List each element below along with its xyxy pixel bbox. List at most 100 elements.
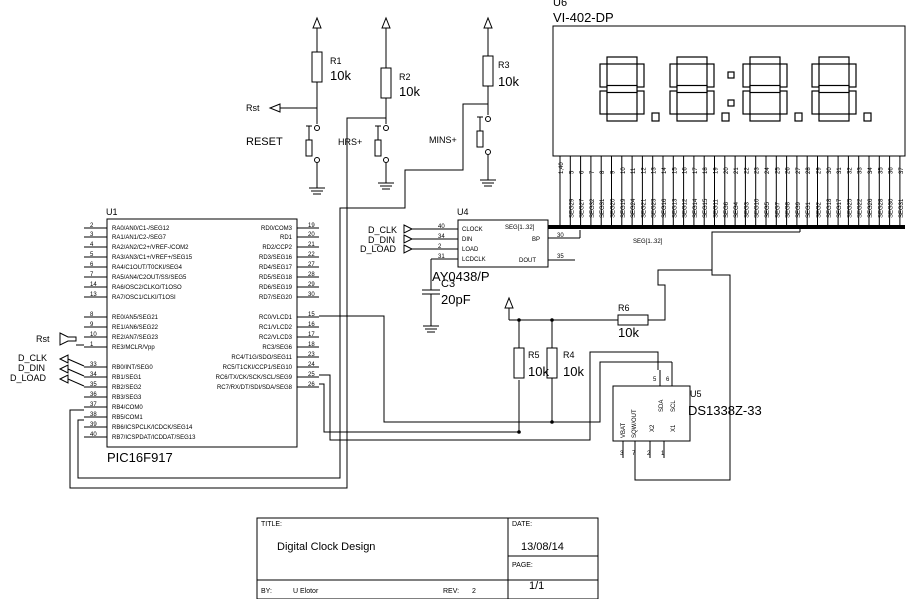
u4-part: AY0438/P	[432, 269, 490, 284]
r6-body	[617, 314, 649, 326]
u1-pin-name: RD3/SEG16	[259, 255, 293, 261]
c3-value: 20pF	[441, 292, 471, 307]
display-pin-num: 31	[837, 167, 843, 174]
u1-pin-name: RE2/AN7/SEG23	[112, 335, 159, 341]
display-seg-label: SEG12	[683, 198, 689, 218]
u1-pin-num: 1	[90, 342, 94, 348]
u5-pin-num: 2	[647, 451, 651, 457]
decimal-point	[721, 112, 730, 122]
colon-dot	[727, 71, 735, 79]
display-seg-label: SEG11	[714, 198, 720, 218]
reset-label: RESET	[246, 136, 283, 148]
u1-pin-name: RD7/SEG20	[259, 295, 293, 301]
u1-pin-name: RC2/VLCD3	[259, 335, 293, 341]
r5-body	[513, 347, 525, 379]
u1-pin-num: 23	[308, 352, 315, 358]
u1-pin-name: RD2/CCP2	[262, 245, 292, 251]
u1-pin-name: RB3/SEG3	[112, 395, 142, 401]
dclk-out-arrow	[58, 354, 69, 364]
display-seg-label: SEG4	[734, 201, 740, 218]
u5-pin-name: SCL	[671, 400, 677, 412]
u1-pin-num: 22	[308, 252, 315, 258]
u4-pin-name: CLOCK	[462, 227, 483, 233]
display-seg-label: SEG3	[744, 201, 750, 218]
mins-circuit: R3 10k MINS+	[77, 16, 519, 479]
r4-ref: R4	[563, 350, 575, 360]
u1-pin-num: 8	[90, 312, 94, 318]
u1-pin-name: RC7/RX/DT/SDI/SDA/SEG8	[217, 385, 293, 391]
u1-pin-name: RA5/AN4/C2OUT/SS/SEG5	[112, 275, 187, 281]
u1-pin-name: RD0/COM3	[261, 226, 293, 232]
dclk-in-arrow	[403, 224, 414, 234]
mins-label: MINS+	[429, 135, 457, 145]
decimal-point	[651, 112, 660, 122]
u1-pin-num: 6	[90, 262, 94, 268]
display-pin-num: 25	[775, 167, 781, 174]
pic-wiring	[319, 315, 659, 441]
u1-pin-name: RE0/AN5/SEG21	[112, 315, 159, 321]
u4-pin-num: 31	[438, 254, 445, 260]
display-seg-label: SEG6	[724, 201, 730, 218]
display-pin-num: 10	[621, 167, 627, 174]
display-seg-label: SEG31	[899, 198, 905, 218]
u1-pin-num: 16	[308, 322, 315, 328]
display-ref: U6	[553, 0, 567, 9]
u1-pin-num: 2	[90, 223, 94, 229]
u1-pin-num: 3	[90, 232, 94, 238]
r2-ref: R2	[399, 72, 411, 82]
u1-pin-num: 26	[308, 382, 315, 388]
display-seg-label: SEG2	[817, 201, 823, 218]
u5-pin-name: SQW/OUT	[632, 409, 638, 438]
display-seg-label: SEG22	[858, 198, 864, 218]
display-pin-num: 32	[847, 167, 853, 174]
u4-pin-name: LCDCLK	[462, 257, 486, 263]
display-seg-label: SEG16	[662, 198, 668, 218]
display-pin-num: 27	[796, 167, 802, 174]
u4-pin-name: DOUT	[519, 258, 536, 264]
display-pin-num: 33	[858, 167, 864, 174]
u1-pin-name: RD1	[280, 235, 293, 241]
u1-pin-num: 15	[308, 312, 315, 318]
display-pin-num: 35	[878, 167, 884, 174]
display-seg-label: SEG27	[580, 198, 586, 218]
u1-pin-num: 39	[90, 422, 97, 428]
u4-pin-num: 40	[438, 224, 445, 230]
u1-pin-name: RA6/OSC2/CLKO/T1OSO	[112, 285, 182, 291]
display-pin-num: 9	[611, 170, 617, 174]
u1-pin-num: 35	[90, 382, 97, 388]
u5-pin-name: VBAT	[621, 422, 627, 438]
u1-pin-name: RA4/C1OUT/T0CKI/SEG4	[112, 265, 183, 271]
display-pin-num: 6	[580, 170, 586, 174]
u1-pin-name: RB2/SEG2	[112, 385, 142, 391]
u1-pin-name: RD4/SEG17	[259, 265, 293, 271]
display-seg-label: SEG17	[837, 198, 843, 218]
u1-pin-num: 25	[308, 372, 315, 378]
display-pin-num: 8	[600, 170, 606, 174]
u5-pin-5: 5	[653, 377, 657, 383]
reset-circuit: R1 10k Rst RESET	[246, 16, 351, 195]
u1-pin-num: 30	[308, 292, 315, 298]
display-pin-num: 18	[703, 167, 709, 174]
u4-body	[457, 219, 549, 268]
u1-ref: U1	[106, 207, 118, 217]
date-text: 13/08/14	[521, 541, 564, 553]
vdd-pullup-arrow	[504, 296, 514, 309]
u1-ddin-label: D_DIN	[18, 363, 45, 373]
u1-pin-name: RC6/TX/CK/SCK/SCL/SEG9	[216, 375, 293, 381]
display-seg-label: SEG24	[631, 198, 637, 218]
digit-1	[599, 56, 660, 122]
hrs-circuit: R2 10k HRS+	[69, 16, 420, 489]
display-pin-num: 26	[786, 167, 792, 174]
display-seg-label: SEG23	[652, 198, 658, 218]
u5-pin-num: 3	[620, 451, 624, 457]
display-seg-label: SEG10	[755, 198, 761, 218]
display-seg-label: SEG14	[693, 198, 699, 218]
r4-value: 10k	[563, 364, 584, 379]
display-pin-num: 37	[899, 167, 905, 174]
